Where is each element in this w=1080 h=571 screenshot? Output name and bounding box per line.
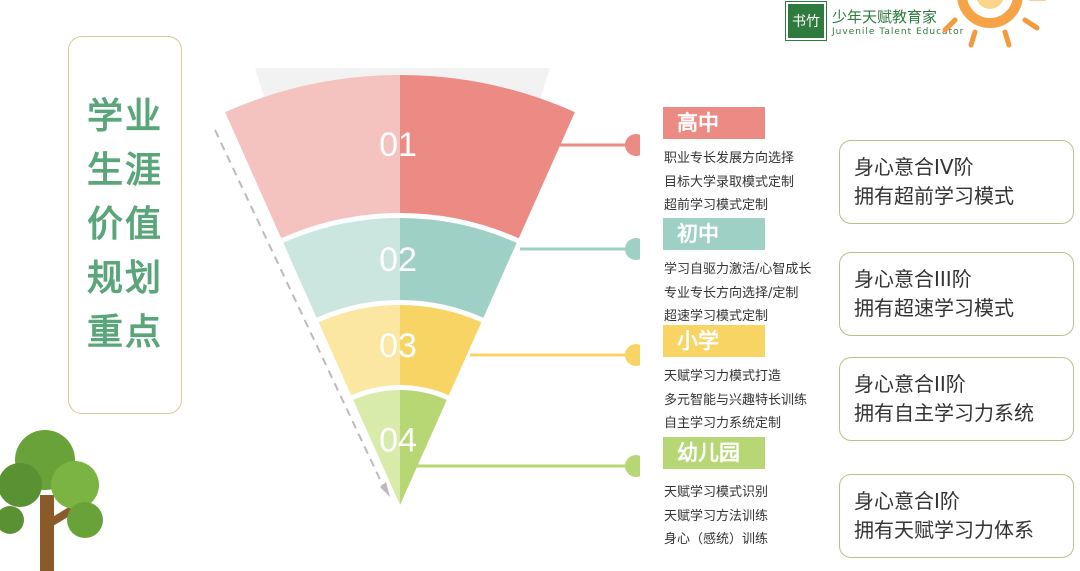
title-line: 重点 xyxy=(86,312,163,353)
stage-result-line: 身心意合IV阶 xyxy=(854,155,974,179)
stage-label: 幼儿园 xyxy=(663,437,765,469)
funnel-segment-3-dark xyxy=(400,305,482,396)
stage-result-line: 身心意合III阶 xyxy=(854,267,972,291)
stage-label: 小学 xyxy=(663,325,765,357)
stage-result-line: 身心意合I阶 xyxy=(854,489,960,513)
funnel-segment-4-light xyxy=(353,390,400,505)
funnel-number: 02 xyxy=(379,241,417,279)
stage-label: 高中 xyxy=(663,107,765,139)
funnel-number: 01 xyxy=(379,126,417,164)
stage-result-box: 身心意合III阶拥有超速学习模式 xyxy=(839,252,1074,336)
title-box: 学业生涯价值规划重点 xyxy=(68,36,182,414)
stage-items: 天赋学习力模式打造多元智能与兴趣特长训练自主学习力系统定制 xyxy=(664,365,807,436)
stage-item: 学习自驱力激活/心智成长 xyxy=(664,262,812,277)
stage-result-box: 身心意合II阶拥有自主学习力系统 xyxy=(839,357,1074,441)
arrow-head-icon xyxy=(380,482,390,497)
stage-item: 目标大学录取模式定制 xyxy=(664,174,795,190)
stage-item: 专业专长方向选择/定制 xyxy=(664,285,799,301)
funnel-number: 03 xyxy=(379,327,417,365)
title-line: 规划 xyxy=(86,258,163,299)
brand-name: 少年天赋教育家 xyxy=(832,7,938,26)
stage-item: 天赋学习方法训练 xyxy=(664,508,769,524)
page-title: 学业生涯价值规划重点 xyxy=(85,90,165,360)
funnel-number: 04 xyxy=(379,422,417,460)
sun-icon xyxy=(942,0,1047,48)
stage-item: 天赋学习力模式打造 xyxy=(664,369,782,384)
stage-items: 天赋学习模式识别天赋学习方法训练身心（感统）训练 xyxy=(664,481,768,552)
funnel-segment-3-light xyxy=(318,305,400,396)
stage-result-box: 身心意合IV阶拥有超前学习模式 xyxy=(839,140,1074,224)
tree-illustration xyxy=(0,430,103,571)
stage-result-line: 拥有天赋学习力体系 xyxy=(854,518,1034,542)
title-line: 生涯 xyxy=(86,150,163,191)
dashed-arrow-line xyxy=(214,129,386,491)
stage-result-box: 身心意合I阶拥有天赋学习力体系 xyxy=(839,474,1074,558)
brand-english: Juvenile Talent Educator xyxy=(832,26,965,37)
stage-item: 多元智能与兴趣特长训练 xyxy=(664,392,808,408)
connector-dot xyxy=(625,455,640,477)
funnel-segment-4-dark xyxy=(400,390,447,505)
stage-item: 超前学习模式定制 xyxy=(664,198,769,213)
stage-item: 身心（感统）训练 xyxy=(664,532,769,547)
stage-items: 学习自驱力激活/心智成长专业专长方向选择/定制超速学习模式定制 xyxy=(664,258,811,329)
funnel-segment-2-dark xyxy=(400,218,517,318)
title-line: 学业 xyxy=(86,96,163,137)
brand-logo: 书竹 少年天赋教育家 Juvenile Talent Educator xyxy=(785,1,965,41)
stage-result-line: 拥有自主学习力系统 xyxy=(854,401,1034,425)
stage-item: 天赋学习模式识别 xyxy=(664,485,769,500)
funnel-segment-1-dark xyxy=(400,75,575,239)
stage-item: 职业专长发展方向选择 xyxy=(664,151,795,166)
connector-dot xyxy=(625,238,640,260)
stage-result-line: 拥有超速学习模式 xyxy=(854,296,1014,320)
stage-item: 超速学习模式定制 xyxy=(664,309,769,324)
stage-item: 自主学习力系统定制 xyxy=(664,416,782,431)
logo-seal: 书竹 xyxy=(785,1,827,41)
stage-label: 初中 xyxy=(663,218,765,250)
connector-dot xyxy=(625,134,640,156)
title-line: 价值 xyxy=(86,204,163,245)
funnel-segment-2-light xyxy=(283,218,400,318)
funnel-segment-1-light xyxy=(225,75,400,239)
connector-dot xyxy=(625,344,640,366)
stage-items: 职业专长发展方向选择目标大学录取模式定制超前学习模式定制 xyxy=(664,147,794,218)
stage-result-line: 拥有超前学习模式 xyxy=(854,184,1014,208)
funnel-diagram: 01 02 03 04 xyxy=(214,68,640,505)
stage-result-line: 身心意合II阶 xyxy=(854,372,966,396)
